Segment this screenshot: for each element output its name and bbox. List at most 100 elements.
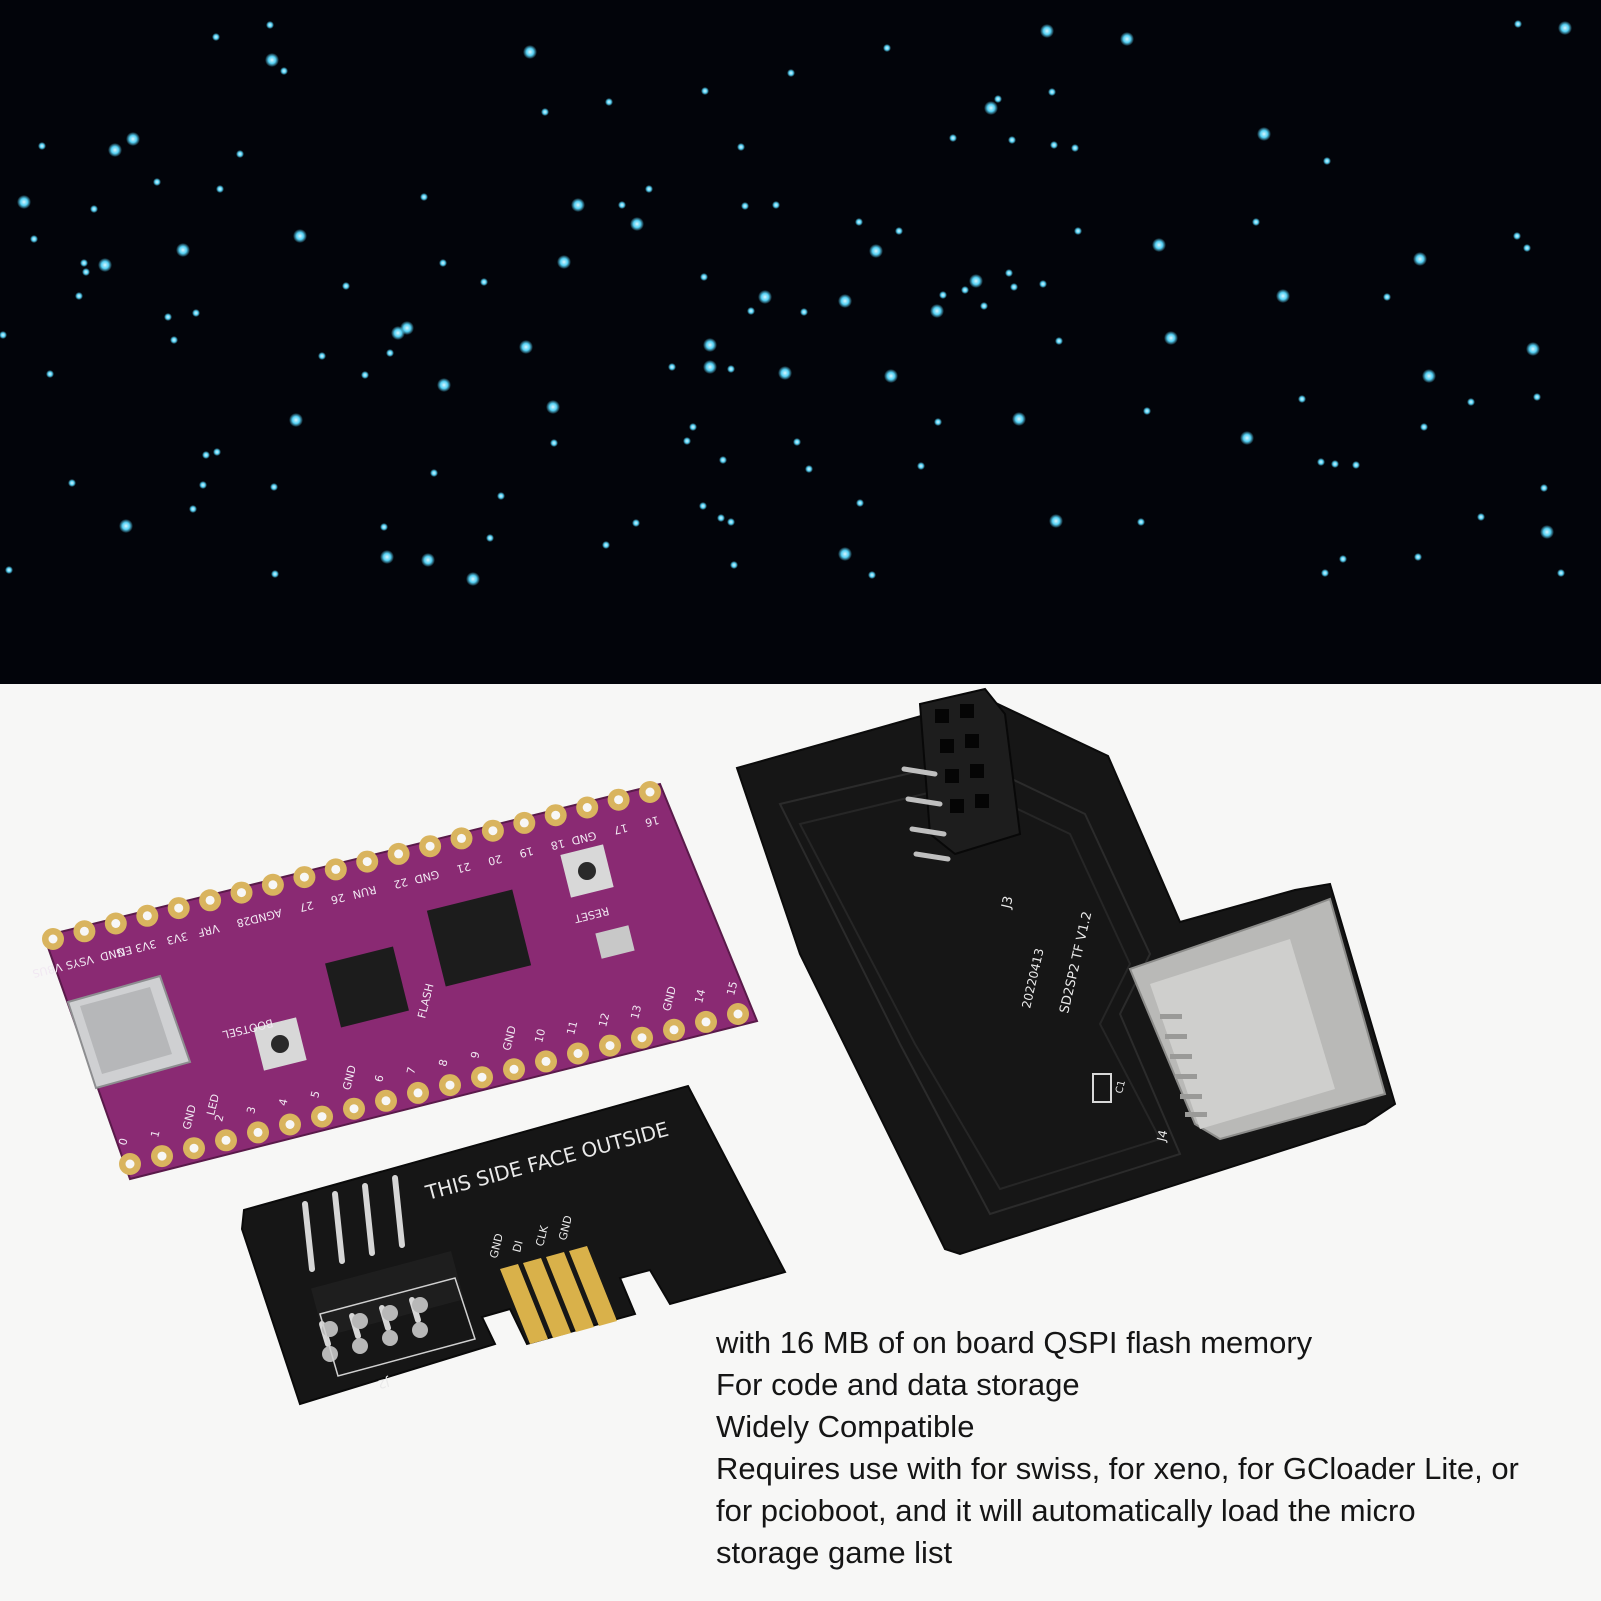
light-streak-tip <box>1120 32 1134 46</box>
light-streak-tip <box>630 217 644 231</box>
micro-sd-slot <box>1128 897 1387 1141</box>
pin-hole <box>221 1135 231 1145</box>
pin-label-bottom: GND <box>180 1103 199 1131</box>
pin-hole <box>645 787 655 797</box>
bootsel-button-cap <box>271 1035 289 1053</box>
pin-hole <box>381 1096 391 1106</box>
product-description: with 16 MB of on board QSPI flash memory… <box>716 1322 1586 1574</box>
light-streak-tip <box>199 481 207 489</box>
light-streak-tip <box>293 229 307 243</box>
light-streak-tip <box>497 492 505 500</box>
light-streak-tip <box>934 418 942 426</box>
light-streak-tip <box>126 132 140 146</box>
light-streak-tip <box>216 185 224 193</box>
light-streak-tip <box>342 282 350 290</box>
light-streak-tip <box>719 456 727 464</box>
light-streak-tip <box>30 235 38 243</box>
pin-hole <box>142 911 152 921</box>
light-streak-tip <box>1137 518 1145 526</box>
product-photo: J3 20220413 SD2SP2 TF V1.2 J4 C1 <box>0 684 1601 1601</box>
flash-chip <box>325 946 409 1028</box>
light-streak-tip <box>1321 569 1329 577</box>
light-streak-tip <box>1055 337 1063 345</box>
light-streak-tip <box>838 294 852 308</box>
light-streak-tip <box>550 439 558 447</box>
light-streak-tip <box>949 134 957 142</box>
light-streak-tip <box>632 519 640 527</box>
light-streak-tip <box>984 101 998 115</box>
light-streak-tip <box>856 499 864 507</box>
pin-label-bottom: 3 <box>244 1105 258 1115</box>
light-streak-tip <box>800 308 808 316</box>
pin-label-bottom: 15 <box>724 980 740 997</box>
cap-label: C1 <box>1114 1079 1128 1094</box>
light-streak-tip <box>46 370 54 378</box>
light-streak-tip <box>270 483 278 491</box>
light-streak-tip <box>1074 227 1082 235</box>
light-streak-tip <box>884 369 898 383</box>
light-streak-tip <box>969 274 983 288</box>
light-streak-tip <box>917 462 925 470</box>
mcu-chip <box>426 889 532 987</box>
light-streak-tip <box>1257 127 1271 141</box>
light-streak-tip <box>787 69 795 77</box>
light-streak-tip <box>1540 525 1554 539</box>
pin-label-bottom: 1 <box>148 1129 162 1139</box>
light-streak-tip <box>189 505 197 513</box>
pin-label-top: 27 <box>298 898 315 914</box>
light-streak-tip <box>1467 398 1475 406</box>
sd2sp2-board: J3 20220413 SD2SP2 TF V1.2 J4 C1 <box>735 687 1397 1256</box>
light-streak-tip <box>701 87 709 95</box>
pin-hole <box>111 919 121 928</box>
pin-hole <box>582 803 592 812</box>
pin-label-top: VRF <box>197 921 221 939</box>
pin-hole <box>519 818 529 828</box>
pin-label-top: 20 <box>487 852 504 868</box>
light-streak-tip <box>421 553 435 567</box>
light-streak-tip <box>1039 280 1047 288</box>
light-streak-tip <box>868 571 876 579</box>
card-contacts <box>500 1246 617 1344</box>
pin-hole <box>605 1041 615 1051</box>
pin-hole <box>614 795 624 805</box>
light-streak-tip <box>645 185 653 193</box>
light-streak-tip <box>80 259 88 267</box>
light-streak-tip <box>1164 331 1178 345</box>
light-streak-tip <box>1252 218 1260 226</box>
pin-hole <box>669 1025 679 1035</box>
light-streak-tip <box>90 205 98 213</box>
pin-label-top: 18 <box>549 836 566 852</box>
light-streak-tip <box>68 479 76 487</box>
light-streak-tip <box>1383 293 1391 301</box>
light-streak-banner <box>0 0 1601 684</box>
pin-hole <box>413 1088 423 1098</box>
description-line-2: For code and data storage <box>716 1367 1080 1402</box>
capacitor-footprint <box>1092 1073 1112 1103</box>
light-streak-tip <box>1352 461 1360 469</box>
light-streak-tip <box>212 33 220 41</box>
light-streak-tip <box>1048 88 1056 96</box>
pin-hole <box>125 1159 135 1169</box>
light-streak-tip <box>778 366 792 380</box>
light-streak-tip <box>717 514 725 522</box>
light-streak-tip <box>0 331 7 339</box>
light-streak-tip <box>280 67 288 75</box>
light-streak-tip <box>1040 24 1054 38</box>
light-streak-tip <box>318 352 326 360</box>
pin-label-bottom: 14 <box>692 988 708 1005</box>
pin-hole <box>445 1080 455 1090</box>
light-streak-tip <box>772 201 780 209</box>
header-label-j2: J2 <box>376 1375 391 1392</box>
light-streak-tip <box>1049 514 1063 528</box>
light-streak-tip <box>176 243 190 257</box>
pin-label-bottom: 4 <box>276 1097 290 1107</box>
pin-label-bottom: 11 <box>564 1019 580 1036</box>
pin-label-bottom: 12 <box>596 1012 612 1029</box>
light-streak-tip <box>386 349 394 357</box>
light-streak-tip <box>758 290 772 304</box>
pin-label-bottom: GND <box>340 1064 359 1092</box>
pin-hole <box>48 934 58 944</box>
pin-hole <box>331 864 341 874</box>
light-streak-tip <box>75 292 83 300</box>
